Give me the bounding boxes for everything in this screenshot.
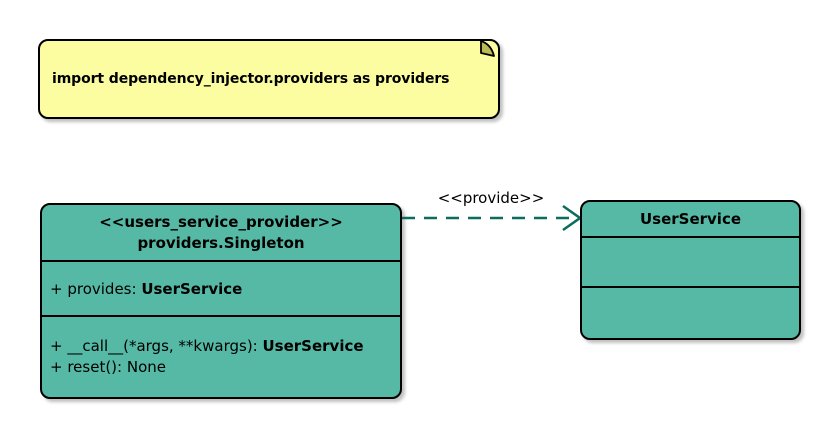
attribute-text: + provides: bbox=[50, 279, 142, 298]
note-fold-icon bbox=[480, 40, 495, 57]
class-node-providers-singleton: <<users_service_provider>> providers.Sin… bbox=[40, 203, 402, 399]
attribute-row: + provides: UserService bbox=[50, 280, 242, 298]
class-node-userservice: UserService bbox=[580, 200, 801, 340]
class-stereotype: <<users_service_provider>> bbox=[99, 212, 343, 231]
note-import-statement: import dependency_injector.providers as … bbox=[38, 39, 500, 119]
method-row: + reset(): None bbox=[50, 357, 400, 378]
class-attributes-compartment: + provides: UserService bbox=[42, 262, 400, 317]
method-text: + reset(): None bbox=[50, 358, 166, 376]
method-row: + __call__(*args, **kwargs): UserService bbox=[50, 336, 400, 357]
class-name: UserService bbox=[639, 209, 742, 228]
attribute-type: UserService bbox=[141, 279, 243, 298]
note-text: import dependency_injector.providers as … bbox=[52, 71, 450, 87]
class-methods-compartment-empty bbox=[582, 288, 799, 338]
class-methods-compartment: + __call__(*args, **kwargs): UserService… bbox=[42, 317, 400, 397]
class-name: providers.Singleton bbox=[137, 233, 305, 252]
edge-label-provide: <<provide>> bbox=[437, 189, 545, 207]
class-attributes-compartment-empty bbox=[582, 238, 799, 288]
class-header: UserService bbox=[582, 202, 799, 238]
method-text: + __call__(*args, **kwargs): bbox=[50, 337, 263, 355]
method-type: UserService bbox=[262, 337, 364, 355]
class-header: <<users_service_provider>> providers.Sin… bbox=[42, 205, 400, 262]
